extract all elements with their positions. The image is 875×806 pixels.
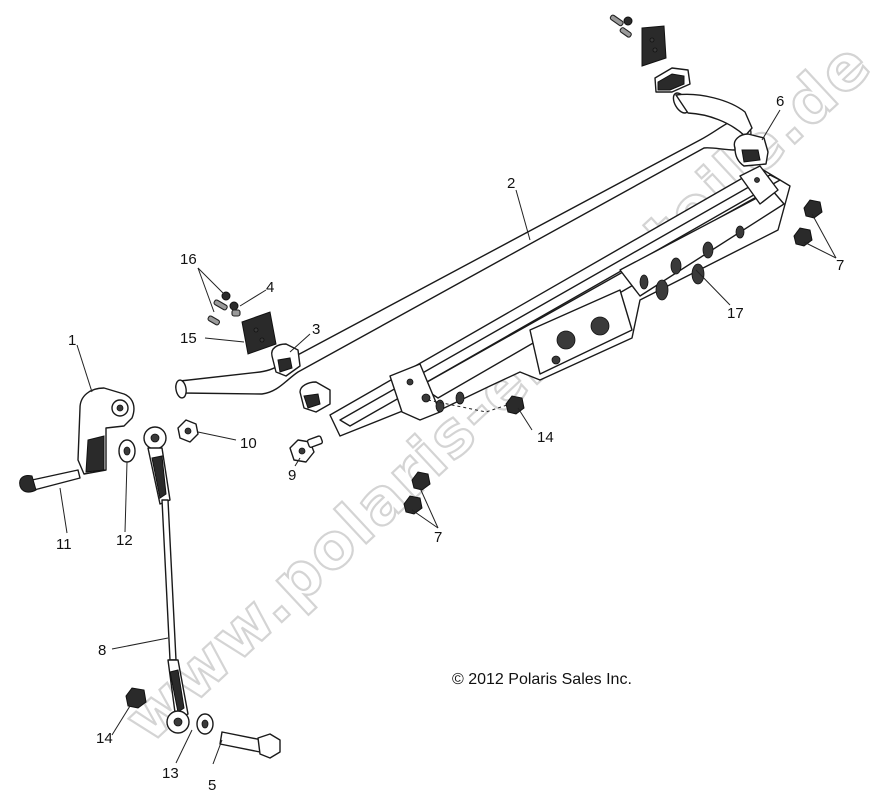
callout-17: 17 [727, 305, 744, 322]
bushing-left [271, 343, 331, 413]
copyright-text: © 2012 Polaris Sales Inc. [452, 671, 632, 688]
callout-12: 12 [116, 532, 133, 549]
link-rod [143, 426, 190, 734]
callout-1: 1 [68, 332, 76, 349]
callout-7-lower: 7 [434, 529, 442, 546]
callout-10: 10 [240, 435, 257, 452]
callout-2: 2 [507, 175, 515, 192]
callout-5: 5 [208, 777, 216, 794]
upper-mount-hardware [609, 14, 691, 93]
mounting-bracket [329, 165, 791, 437]
clamp-bolts [207, 291, 241, 326]
washer [118, 439, 136, 463]
clamp-plate [241, 311, 277, 355]
end-bracket [77, 387, 135, 475]
callout-14-lower: 14 [96, 730, 113, 747]
callout-7-right: 7 [836, 257, 844, 274]
callout-16: 16 [180, 251, 197, 268]
callout-3: 3 [312, 321, 320, 338]
nut-14-lower [125, 687, 147, 709]
bolt-lower [219, 731, 281, 759]
flange-nut [289, 435, 324, 463]
leader-lines [59, 109, 837, 765]
callout-9: 9 [288, 467, 296, 484]
callout-14-upper: 14 [537, 429, 554, 446]
callouts: 1 2 3 4 5 6 7 7 8 9 10 11 12 13 14 14 15… [56, 93, 844, 794]
callout-13: 13 [162, 765, 179, 782]
callout-15: 15 [180, 330, 197, 347]
callout-4: 4 [266, 279, 274, 296]
bolt-long [19, 469, 81, 493]
callout-11: 11 [56, 536, 72, 553]
stabilizer-bar [175, 92, 753, 399]
spacer [196, 713, 214, 735]
bushing-right [733, 133, 769, 167]
nut-upper [177, 419, 199, 443]
nuts-7-lower [403, 471, 431, 515]
nuts-7-right [793, 199, 823, 247]
callout-8: 8 [98, 642, 106, 659]
callout-6: 6 [776, 93, 784, 110]
